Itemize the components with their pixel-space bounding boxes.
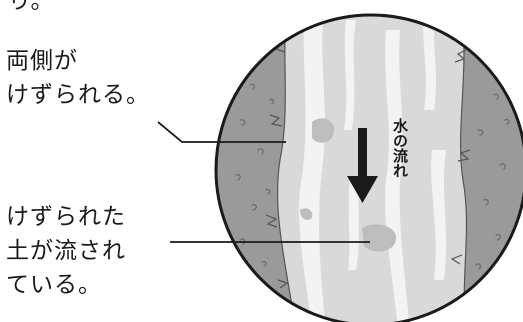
label-soil-line2: 土が流され bbox=[6, 238, 126, 264]
lens-outline bbox=[214, 13, 523, 322]
label-soil-carried: けずられた 土が流され ている。 bbox=[6, 200, 126, 302]
water-channel bbox=[276, 15, 468, 322]
leader-line-sides bbox=[157, 121, 286, 143]
lens-content bbox=[216, 15, 523, 322]
label-sides-line1: 両側が bbox=[6, 48, 78, 74]
label-sides-eroded: 両側が けずられる。 bbox=[6, 44, 150, 112]
flow-label: 水の流れ bbox=[391, 118, 409, 178]
water-highlights bbox=[299, 15, 446, 322]
label-sides-line2: けずられる。 bbox=[6, 82, 150, 108]
soil-patches bbox=[300, 118, 397, 252]
flow-arrow bbox=[347, 128, 378, 203]
top-text-fragment: り。 bbox=[8, 0, 54, 14]
label-soil-line3: ている。 bbox=[6, 272, 102, 298]
label-soil-line1: けずられた bbox=[6, 204, 126, 230]
